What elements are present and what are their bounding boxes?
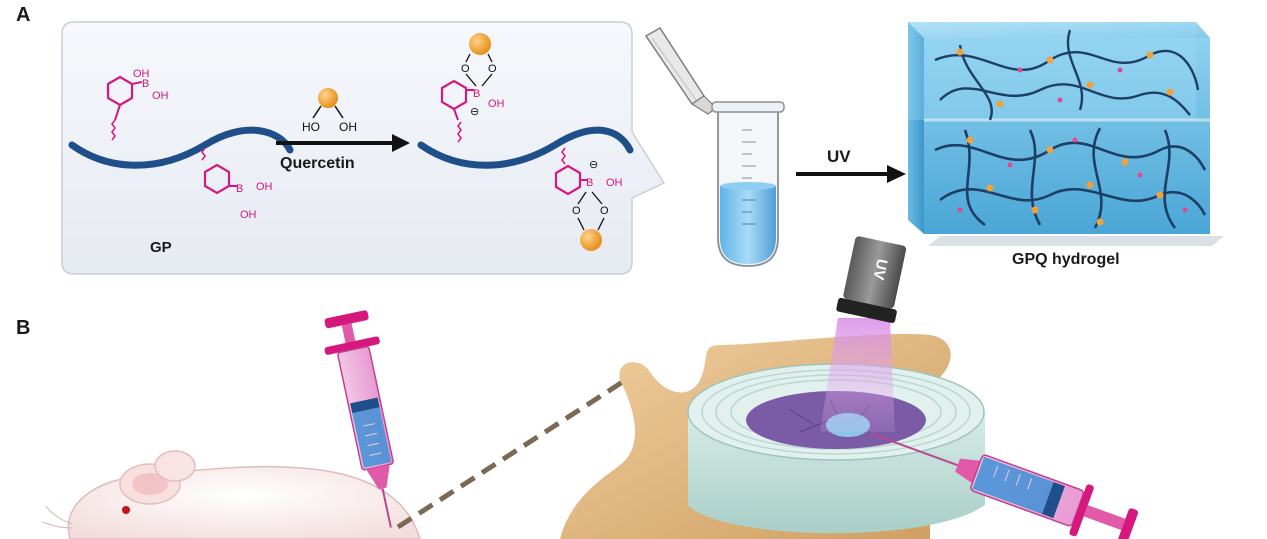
gp-boronic-group-bottom: B OH OH — [201, 147, 273, 221]
oh-label: OH — [152, 90, 169, 102]
oh-label: OH — [488, 98, 505, 110]
boron-label: B — [586, 177, 593, 189]
oxygen-label: O — [600, 205, 609, 217]
minus-charge-label: ⊖ — [470, 106, 479, 118]
panel-b-label: B — [16, 317, 30, 339]
uv-light-beam — [820, 318, 895, 432]
pipette-icon — [644, 26, 717, 115]
oxygen-label: O — [572, 205, 581, 217]
reaction-arrow-head — [392, 134, 410, 152]
minus-charge-label: ⊖ — [589, 159, 598, 171]
oxygen-label: O — [461, 63, 470, 75]
uv-lamp-icon: UV — [836, 236, 907, 323]
product-boronate-ester-bottom: B OH ⊖ O O — [554, 147, 623, 251]
quercetin-bound-icon — [469, 33, 491, 55]
quercetin-label: Quercetin — [280, 155, 355, 172]
mouse-illustration — [41, 450, 421, 539]
gpq-hydrogel-label: GPQ hydrogel — [1012, 251, 1120, 268]
gp-label: GP — [150, 239, 172, 256]
panel-a-label: A — [16, 4, 30, 26]
boron-label: B — [236, 183, 243, 195]
gp-polymer-backbone — [68, 126, 294, 169]
boron-label: B — [473, 88, 480, 100]
product-boronate-ester-top: B OH ⊖ O O — [440, 33, 505, 143]
product-polymer-backbone — [417, 126, 634, 169]
oh-label: OH — [256, 181, 273, 193]
gpq-hydrogel-cube — [908, 22, 1224, 246]
quercetin-bound-icon — [580, 229, 602, 251]
uv-arrow-label: UV — [827, 147, 851, 166]
uv-lamp-label: UV — [869, 257, 890, 281]
uv-arrow-head — [887, 165, 906, 183]
test-tube-icon — [711, 101, 785, 267]
oh-label: OH — [133, 68, 150, 80]
syringe-vertical-icon — [324, 310, 394, 528]
boron-label: B — [142, 78, 149, 90]
oh-label: OH — [240, 209, 257, 221]
oh-label: OH — [606, 177, 623, 189]
zoom-connector-line — [396, 369, 640, 530]
oh-label: OH — [339, 120, 357, 134]
ho-label: HO — [302, 120, 320, 134]
reaction-box — [61, 21, 666, 275]
oxygen-label: O — [488, 63, 497, 75]
quercetin-molecule-icon — [318, 88, 338, 108]
gp-boronic-group-top: B OH OH — [106, 68, 169, 141]
syringe-horizontal-icon — [870, 432, 1139, 539]
